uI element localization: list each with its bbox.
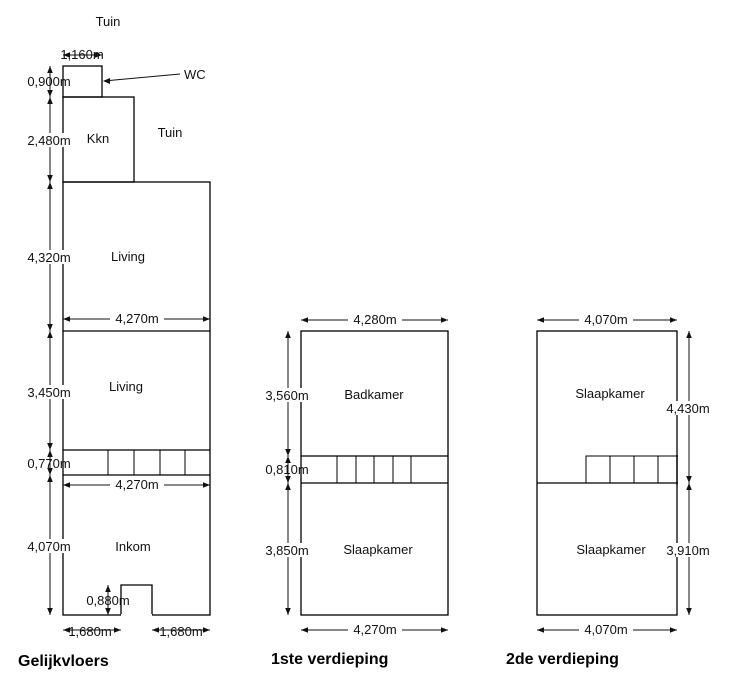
first-floor-block	[300, 330, 449, 616]
wc-pointer-line	[103, 73, 181, 82]
dim-top-depth: 4,430m	[666, 401, 709, 416]
label-tuin-top: Tuin	[96, 14, 121, 29]
label-living-1: Living	[111, 249, 145, 264]
label-living-2: Living	[109, 379, 143, 394]
eerste-verdieping-plan: Badkamer Slaapkamer 4,280m 3,560m 0,810m…	[260, 312, 449, 668]
dim-slaapkamer-depth: 3,850m	[265, 543, 308, 558]
label-tuin-side: Tuin	[158, 125, 183, 140]
dim-stair-depth: 0,810m	[265, 462, 308, 477]
dim-top-width: 4,280m	[353, 312, 396, 327]
dim-top-width: 4,070m	[584, 312, 627, 327]
gelijkvloers-plan: Tuin WC Kkn Tuin Living Living Inkom 1,1…	[18, 14, 211, 670]
title-gelijkvloers: Gelijkvloers	[18, 653, 109, 670]
dim-bottom-depth: 3,910m	[666, 543, 709, 558]
dim-stair-depth: 0,770m	[27, 456, 70, 471]
dim-bottom-width: 4,070m	[584, 622, 627, 637]
dim-width-1: 4,270m	[115, 311, 158, 326]
dim-wc-depth: 0,900m	[27, 74, 70, 89]
label-inkom: Inkom	[115, 539, 150, 554]
staircase	[336, 456, 412, 483]
label-slaapkamer: Slaapkamer	[343, 542, 413, 557]
label-badkamer: Badkamer	[344, 387, 404, 402]
staircase	[107, 450, 186, 475]
dim-inkom-depth: 4,070m	[27, 539, 70, 554]
dim-living1-depth: 4,320m	[27, 250, 70, 265]
dim-living2-depth: 3,450m	[27, 385, 70, 400]
second-floor-block	[536, 330, 678, 616]
dim-bottom-width: 4,270m	[353, 622, 396, 637]
dim-width-2: 4,270m	[115, 477, 158, 492]
label-kkn: Kkn	[87, 131, 109, 146]
dim-wc-width: 1,160m	[60, 47, 103, 62]
dim-badkamer-depth: 3,560m	[265, 388, 308, 403]
label-wc: WC	[184, 67, 206, 82]
tweede-verdieping-plan: Slaapkamer Slaapkamer 4,070m 4,430m 3,91…	[506, 312, 716, 668]
dim-front-right: 1,680m	[159, 624, 202, 639]
label-slaapkamer-top: Slaapkamer	[575, 386, 645, 401]
dim-kkn-depth: 2,480m	[27, 133, 70, 148]
dim-front-left: 1,680m	[68, 624, 111, 639]
title-tweede-verdieping: 2de verdieping	[506, 651, 619, 668]
title-eerste-verdieping: 1ste verdieping	[271, 651, 388, 668]
staircase	[585, 455, 684, 484]
label-slaapkamer-bottom: Slaapkamer	[576, 542, 646, 557]
entrance-notch	[120, 584, 153, 615]
dim-entrance-depth: 0,880m	[86, 593, 129, 608]
